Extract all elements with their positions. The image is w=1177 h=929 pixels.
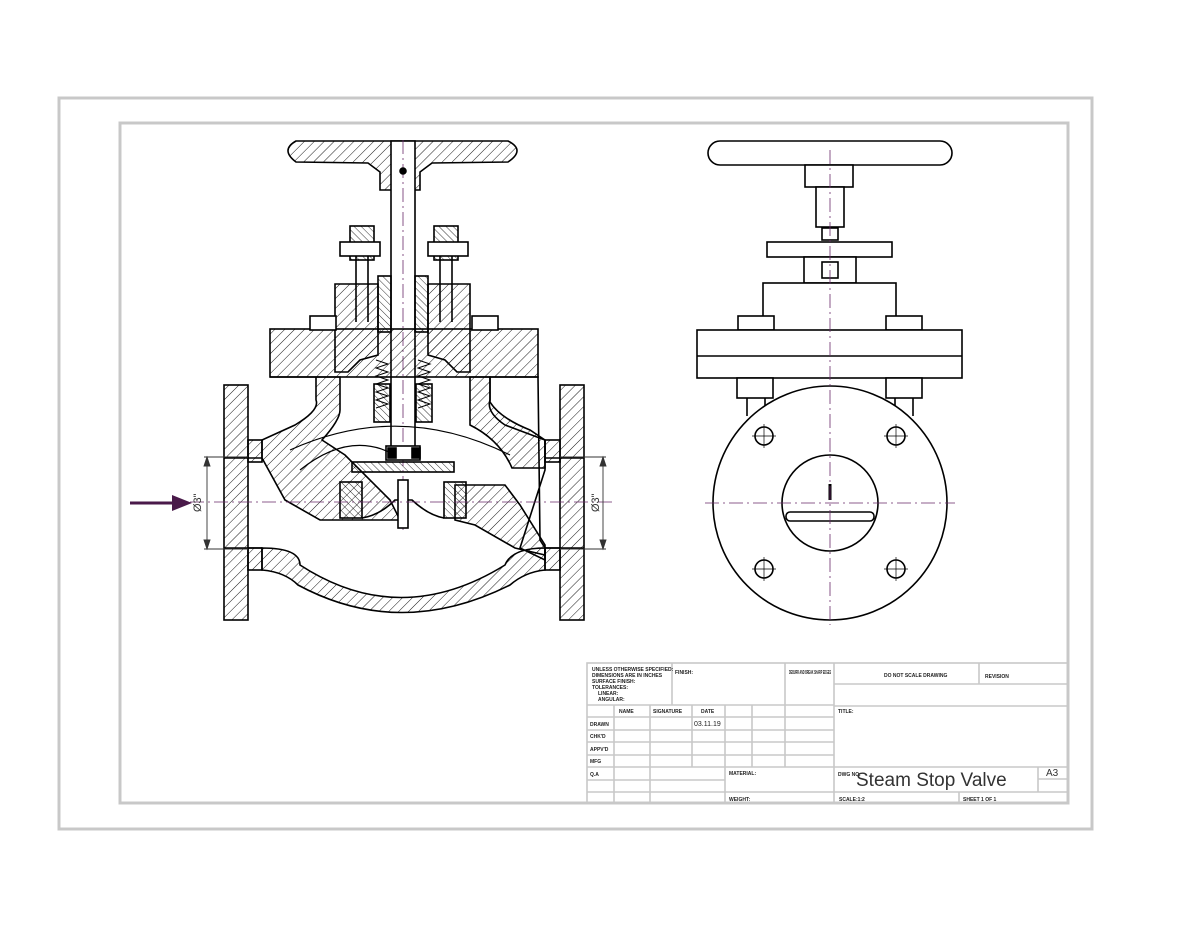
side-view <box>696 140 963 625</box>
valve-body-section <box>261 376 402 521</box>
valve-disc <box>351 461 455 473</box>
tolerance-note-line: DIMENSIONS ARE IN INCHES <box>592 673 663 679</box>
flow-direction-arrow-icon <box>130 495 192 511</box>
deburr-label: DEBURR AND BREAK SHARP EDGES <box>789 670 831 676</box>
drawn-date: 03.11.19 <box>694 721 721 728</box>
row-label: CHK'D <box>590 734 606 740</box>
col-signature-header: SIGNATURE <box>653 709 683 715</box>
tolerance-note-line: LINEAR: <box>598 691 619 697</box>
title-label: TITLE: <box>838 709 854 715</box>
material-label: MATERIAL: <box>729 771 756 777</box>
outer-sheet-border <box>57 96 1094 831</box>
tolerance-note-line: UNLESS OTHERWISE SPECIFIED: <box>592 667 674 673</box>
dwg-no-label: DWG NO. <box>838 772 861 778</box>
section-view <box>190 140 615 621</box>
row-label: DRAWN <box>590 722 609 728</box>
revision-label: REVISION <box>985 674 1009 680</box>
sheet-size: A3 <box>1046 768 1059 779</box>
left-bore-dimension-label: Ø3" <box>192 493 204 512</box>
tolerance-note-line: SURFACE FINISH: <box>592 679 636 685</box>
tolerance-note-line: TOLERANCES: <box>592 685 628 691</box>
left-flange <box>223 384 249 621</box>
title-block <box>586 662 1069 804</box>
sheet-label: SHEET 1 OF 1 <box>963 797 997 803</box>
right-flange <box>559 384 585 621</box>
row-label: Q.A <box>590 772 599 778</box>
scale-label: SCALE:1:2 <box>839 797 865 803</box>
col-name-header: NAME <box>619 709 634 715</box>
bonnet-flange <box>269 328 539 378</box>
left-bore-dimension <box>203 455 248 551</box>
tolerance-note-line: ANGULAR: <box>598 697 625 703</box>
right-bore-dimension <box>560 455 607 551</box>
do-not-scale-label: DO NOT SCALE DRAWING <box>884 673 947 679</box>
col-date-header: DATE <box>701 709 715 715</box>
row-label: MFG <box>590 759 601 765</box>
side-bonnet-flange <box>696 329 963 379</box>
row-label: APPV'D <box>590 747 609 753</box>
right-bore-dimension-label: Ø3" <box>590 493 602 512</box>
finish-label: FINISH: <box>675 670 693 676</box>
weight-label: WEIGHT: <box>729 797 750 803</box>
drawing-title: Steam Stop Valve <box>856 770 1007 791</box>
